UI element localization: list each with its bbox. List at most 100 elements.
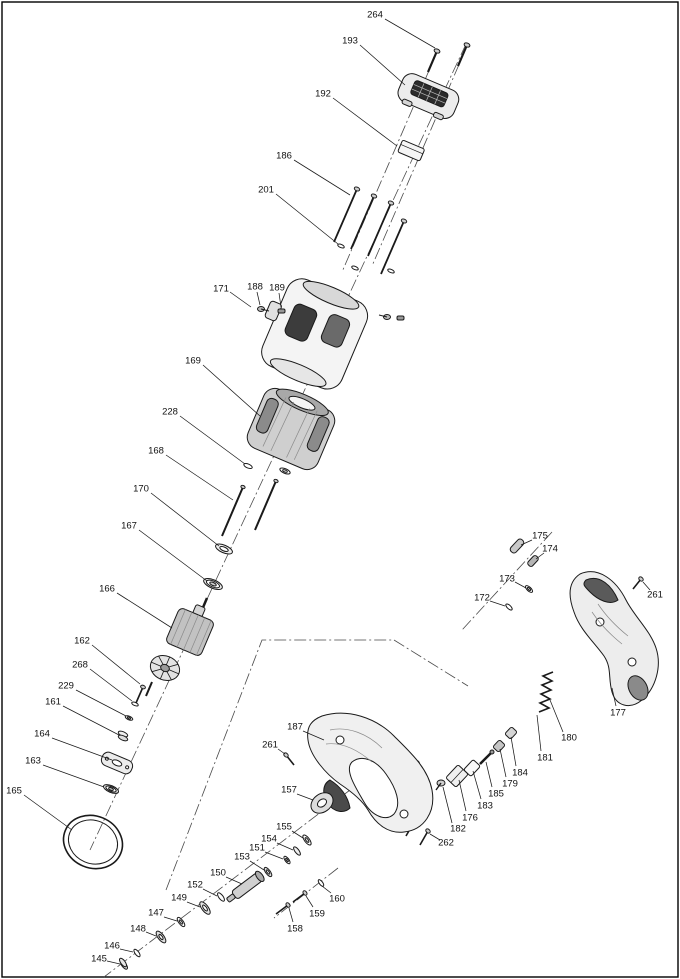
callout-162-14: 162 [74, 636, 141, 685]
leader-line [165, 454, 234, 501]
callout-180-27: 180 [549, 699, 577, 744]
leader-line [485, 761, 493, 788]
boundary-line [165, 639, 394, 891]
leader-line [225, 876, 243, 885]
leader-line [535, 552, 545, 560]
leader-line [499, 748, 507, 778]
part-number-label: 150 [210, 868, 226, 879]
leader-line [150, 492, 220, 547]
callout-157-38: 157 [281, 785, 314, 801]
callout-158-50: 158 [287, 907, 303, 935]
leader-line [288, 907, 294, 923]
part-number-label: 167 [121, 521, 137, 532]
retainer-164 [100, 751, 134, 775]
part-number-label: 189 [269, 283, 285, 294]
callout-151-41: 151 [249, 843, 284, 860]
flange-157 [310, 792, 334, 814]
callout-176-33: 176 [458, 779, 478, 824]
parts-artwork [62, 42, 659, 970]
part-number-label: 160 [329, 894, 345, 905]
callout-159-51: 159 [305, 895, 325, 920]
leader-line [305, 895, 314, 908]
bearing-149 [199, 901, 211, 915]
part-number-label: 157 [281, 785, 297, 796]
leader-line [514, 581, 527, 589]
leader-line [163, 916, 178, 922]
callout-171-5: 171 [213, 284, 252, 308]
callout-169-8: 169 [185, 356, 261, 417]
part-number-label: 169 [185, 356, 201, 367]
callout-228-9: 228 [162, 407, 246, 465]
bolt-188 [257, 306, 270, 312]
leader-line [89, 668, 133, 702]
leader-line [332, 97, 398, 147]
axis-lines [89, 43, 553, 978]
ring-153 [263, 866, 273, 878]
part-number-label: 179 [502, 779, 518, 790]
callout-187-36: 187 [287, 722, 325, 741]
part-number-label: 173 [499, 574, 515, 585]
box-192 [397, 139, 425, 162]
part-number-label: 176 [462, 813, 478, 824]
ring-165 [62, 814, 124, 870]
part-number-label: 168 [148, 446, 164, 457]
washer-155 [302, 834, 312, 846]
callout-184-29: 184 [510, 736, 528, 779]
part-number-label: 185 [488, 789, 504, 800]
callout-166-13: 166 [99, 584, 173, 629]
screw-158 [275, 902, 291, 915]
callout-154-40: 154 [261, 834, 294, 851]
callout-262-35: 262 [429, 833, 454, 849]
part-number-label: 261 [647, 590, 663, 601]
leader-line [510, 736, 517, 767]
leader-line [51, 737, 113, 761]
callout-167-12: 167 [121, 521, 208, 582]
part-number-label: 175 [532, 531, 548, 542]
leader-line [321, 885, 332, 894]
callout-147-46: 147 [148, 908, 178, 922]
housing-right-177 [569, 571, 659, 707]
motor-housing-171 [257, 278, 405, 390]
leader-line [75, 689, 127, 717]
callout-229-16: 229 [58, 681, 127, 717]
part-number-label: 182 [450, 824, 466, 835]
callout-182-34: 182 [442, 786, 466, 835]
screws-186-201 [333, 186, 408, 275]
screw-159 [292, 890, 308, 903]
callout-163-19: 163 [25, 756, 105, 788]
part-number-label: 229 [58, 681, 74, 692]
ring-151 [283, 855, 291, 865]
leader-line [611, 687, 617, 707]
part-number-label: 172 [474, 593, 490, 604]
callout-193-1: 193 [342, 36, 406, 86]
part-number-label: 153 [234, 852, 250, 863]
leader-line [186, 901, 201, 908]
callout-186-3: 186 [276, 151, 351, 196]
leader-line [293, 159, 351, 196]
callout-181-28: 181 [536, 714, 553, 764]
part-number-label: 151 [249, 843, 265, 854]
grid-texture [411, 83, 448, 105]
callout-155-39: 155 [276, 822, 304, 839]
flange-148 [155, 930, 167, 944]
leader-line [359, 44, 406, 86]
leader-line [275, 193, 339, 245]
part-number-label: 161 [45, 697, 61, 708]
washer-146 [133, 948, 141, 958]
part-number-label: 166 [99, 584, 115, 595]
part-number-label: 201 [258, 185, 274, 196]
leader-line [62, 705, 120, 736]
washer-154 [293, 846, 301, 856]
bolt-right [378, 314, 405, 321]
leader-line [249, 860, 265, 871]
leader-line [278, 292, 282, 308]
leader-line [489, 600, 506, 607]
callout-173-23: 173 [499, 574, 527, 589]
part-number-label: 147 [148, 908, 164, 919]
washer-152 [217, 892, 225, 902]
leader-line [42, 764, 105, 788]
callout-261-25: 261 [642, 581, 663, 601]
washer-147 [176, 916, 186, 928]
callout-149-45: 149 [171, 893, 201, 908]
